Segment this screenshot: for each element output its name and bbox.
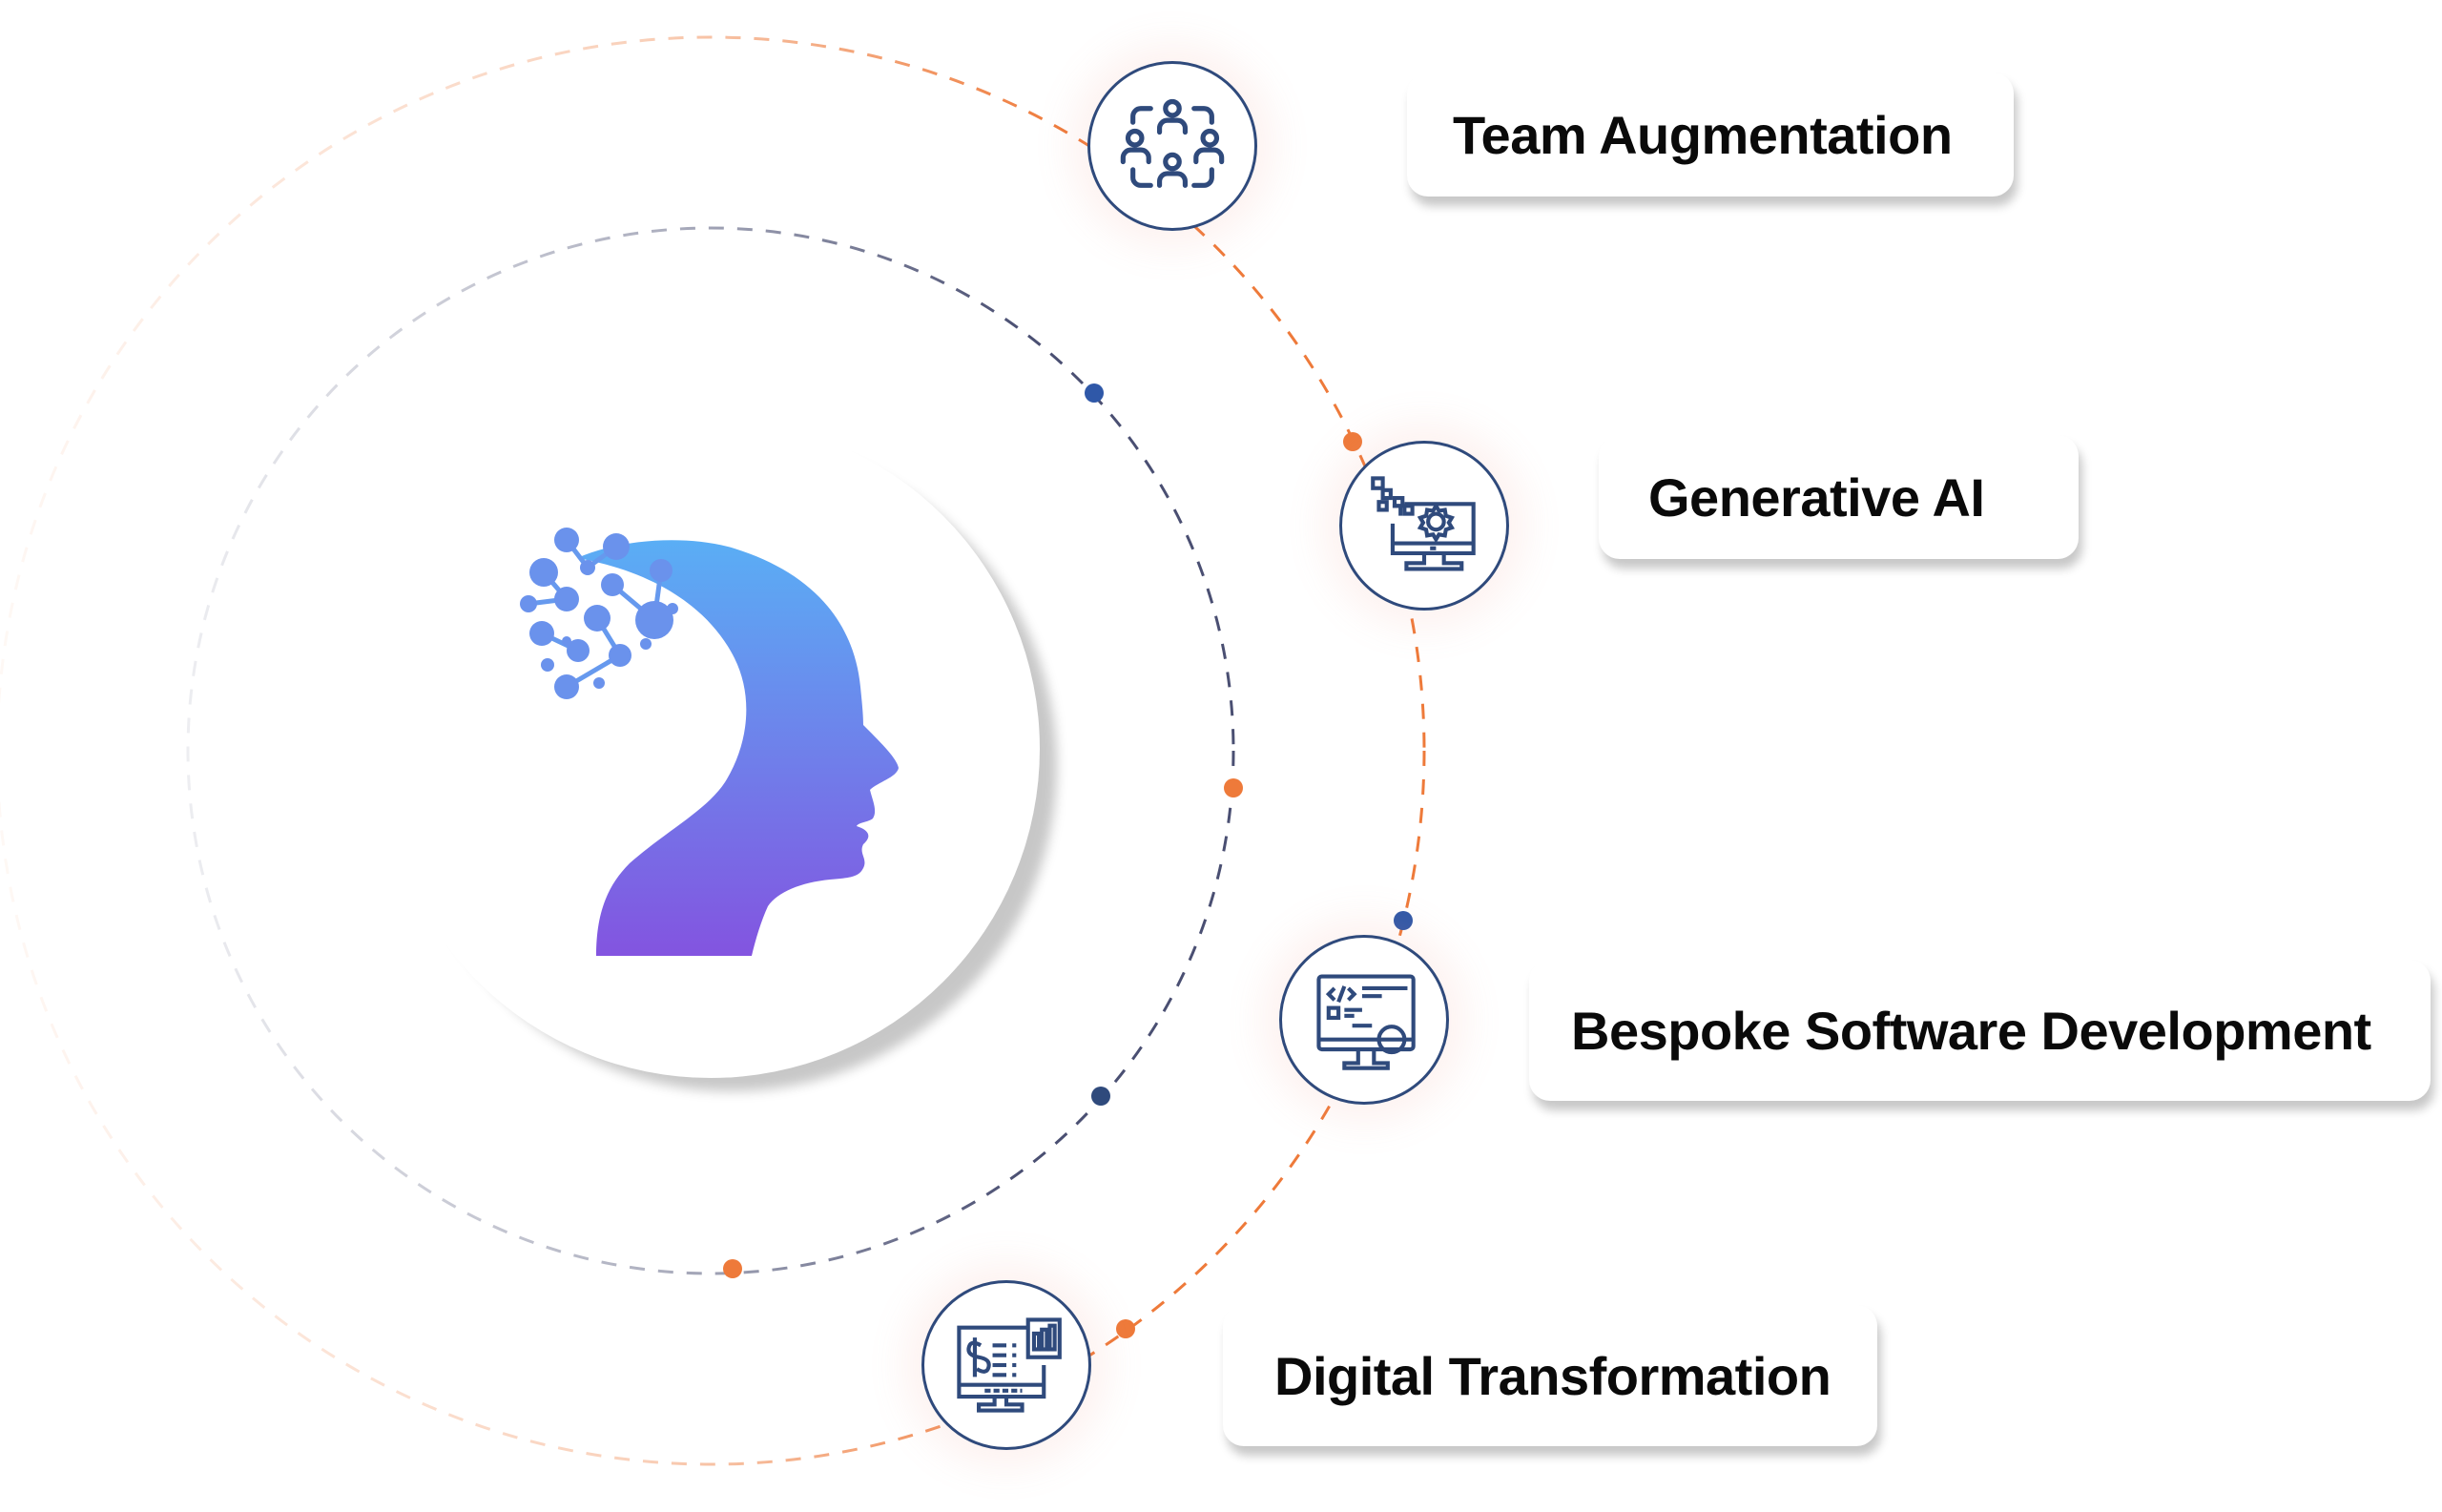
- service-node-generative-ai[interactable]: [1339, 441, 1509, 611]
- service-node-digital-transformation[interactable]: [921, 1280, 1091, 1450]
- outer-orbit-ring: [0, 35, 1426, 1466]
- orbit-dot: [1343, 432, 1362, 451]
- monitor-finance-chart-icon: [957, 1317, 1062, 1413]
- ai-head-network-icon: [520, 528, 899, 956]
- orbit-dot: [1091, 1087, 1110, 1106]
- service-label: Generative AI: [1648, 466, 1985, 528]
- orbit-dot: [1085, 383, 1104, 403]
- central-hub: [382, 420, 1040, 1078]
- service-label: Digital Transformation: [1274, 1345, 1832, 1406]
- service-label: Team Augmentation: [1453, 104, 1953, 165]
- service-node-team-augmentation[interactable]: [1087, 61, 1257, 231]
- orbit-dot: [723, 1259, 742, 1278]
- orbit-dot: [1224, 778, 1243, 797]
- inner-orbit-ring: [186, 226, 1235, 1275]
- service-node-bespoke-software[interactable]: [1279, 935, 1449, 1105]
- service-card-digital-transformation[interactable]: Digital Transformation: [1223, 1305, 1877, 1446]
- monitor-code-icon: [1316, 974, 1416, 1070]
- monitor-gear-icon: [1371, 476, 1476, 571]
- orbit-dot: [1394, 911, 1413, 930]
- service-label: Bespoke Software Development: [1571, 1000, 2371, 1061]
- service-card-team-augmentation[interactable]: Team Augmentation: [1407, 72, 2014, 197]
- orbit-dot: [1116, 1319, 1135, 1338]
- service-card-generative-ai[interactable]: Generative AI: [1599, 435, 2079, 559]
- team-people-icon: [1120, 98, 1225, 188]
- service-card-bespoke-software[interactable]: Bespoke Software Development: [1529, 960, 2431, 1101]
